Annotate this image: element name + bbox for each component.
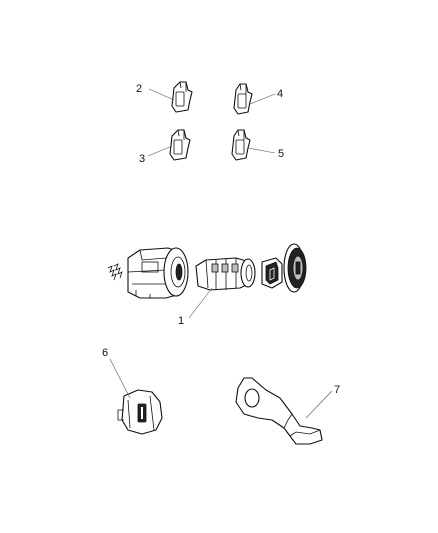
leader-3 — [147, 145, 173, 157]
part-5-tumbler — [231, 129, 251, 161]
leader-5 — [247, 147, 276, 154]
callout-3: 3 — [139, 153, 145, 165]
part-6-cylinder — [117, 389, 163, 435]
callout-4: 4 — [277, 88, 283, 100]
callout-6: 6 — [102, 347, 108, 359]
leader-7 — [305, 390, 333, 419]
part-4-tumbler — [233, 83, 253, 115]
part-7-bracket — [235, 377, 323, 445]
leader-2 — [148, 88, 175, 101]
part-2-tumbler — [171, 81, 193, 113]
leader-6 — [109, 358, 131, 399]
leader-1 — [188, 287, 213, 319]
callout-1: 1 — [178, 315, 184, 327]
part-3-tumbler — [169, 129, 191, 161]
part-1-lock-cylinder-assembly — [107, 243, 307, 299]
leader-4 — [249, 93, 276, 105]
callout-2: 2 — [136, 83, 142, 95]
spring-icon — [107, 263, 123, 281]
callout-7: 7 — [334, 384, 340, 396]
callout-5: 5 — [278, 148, 284, 160]
